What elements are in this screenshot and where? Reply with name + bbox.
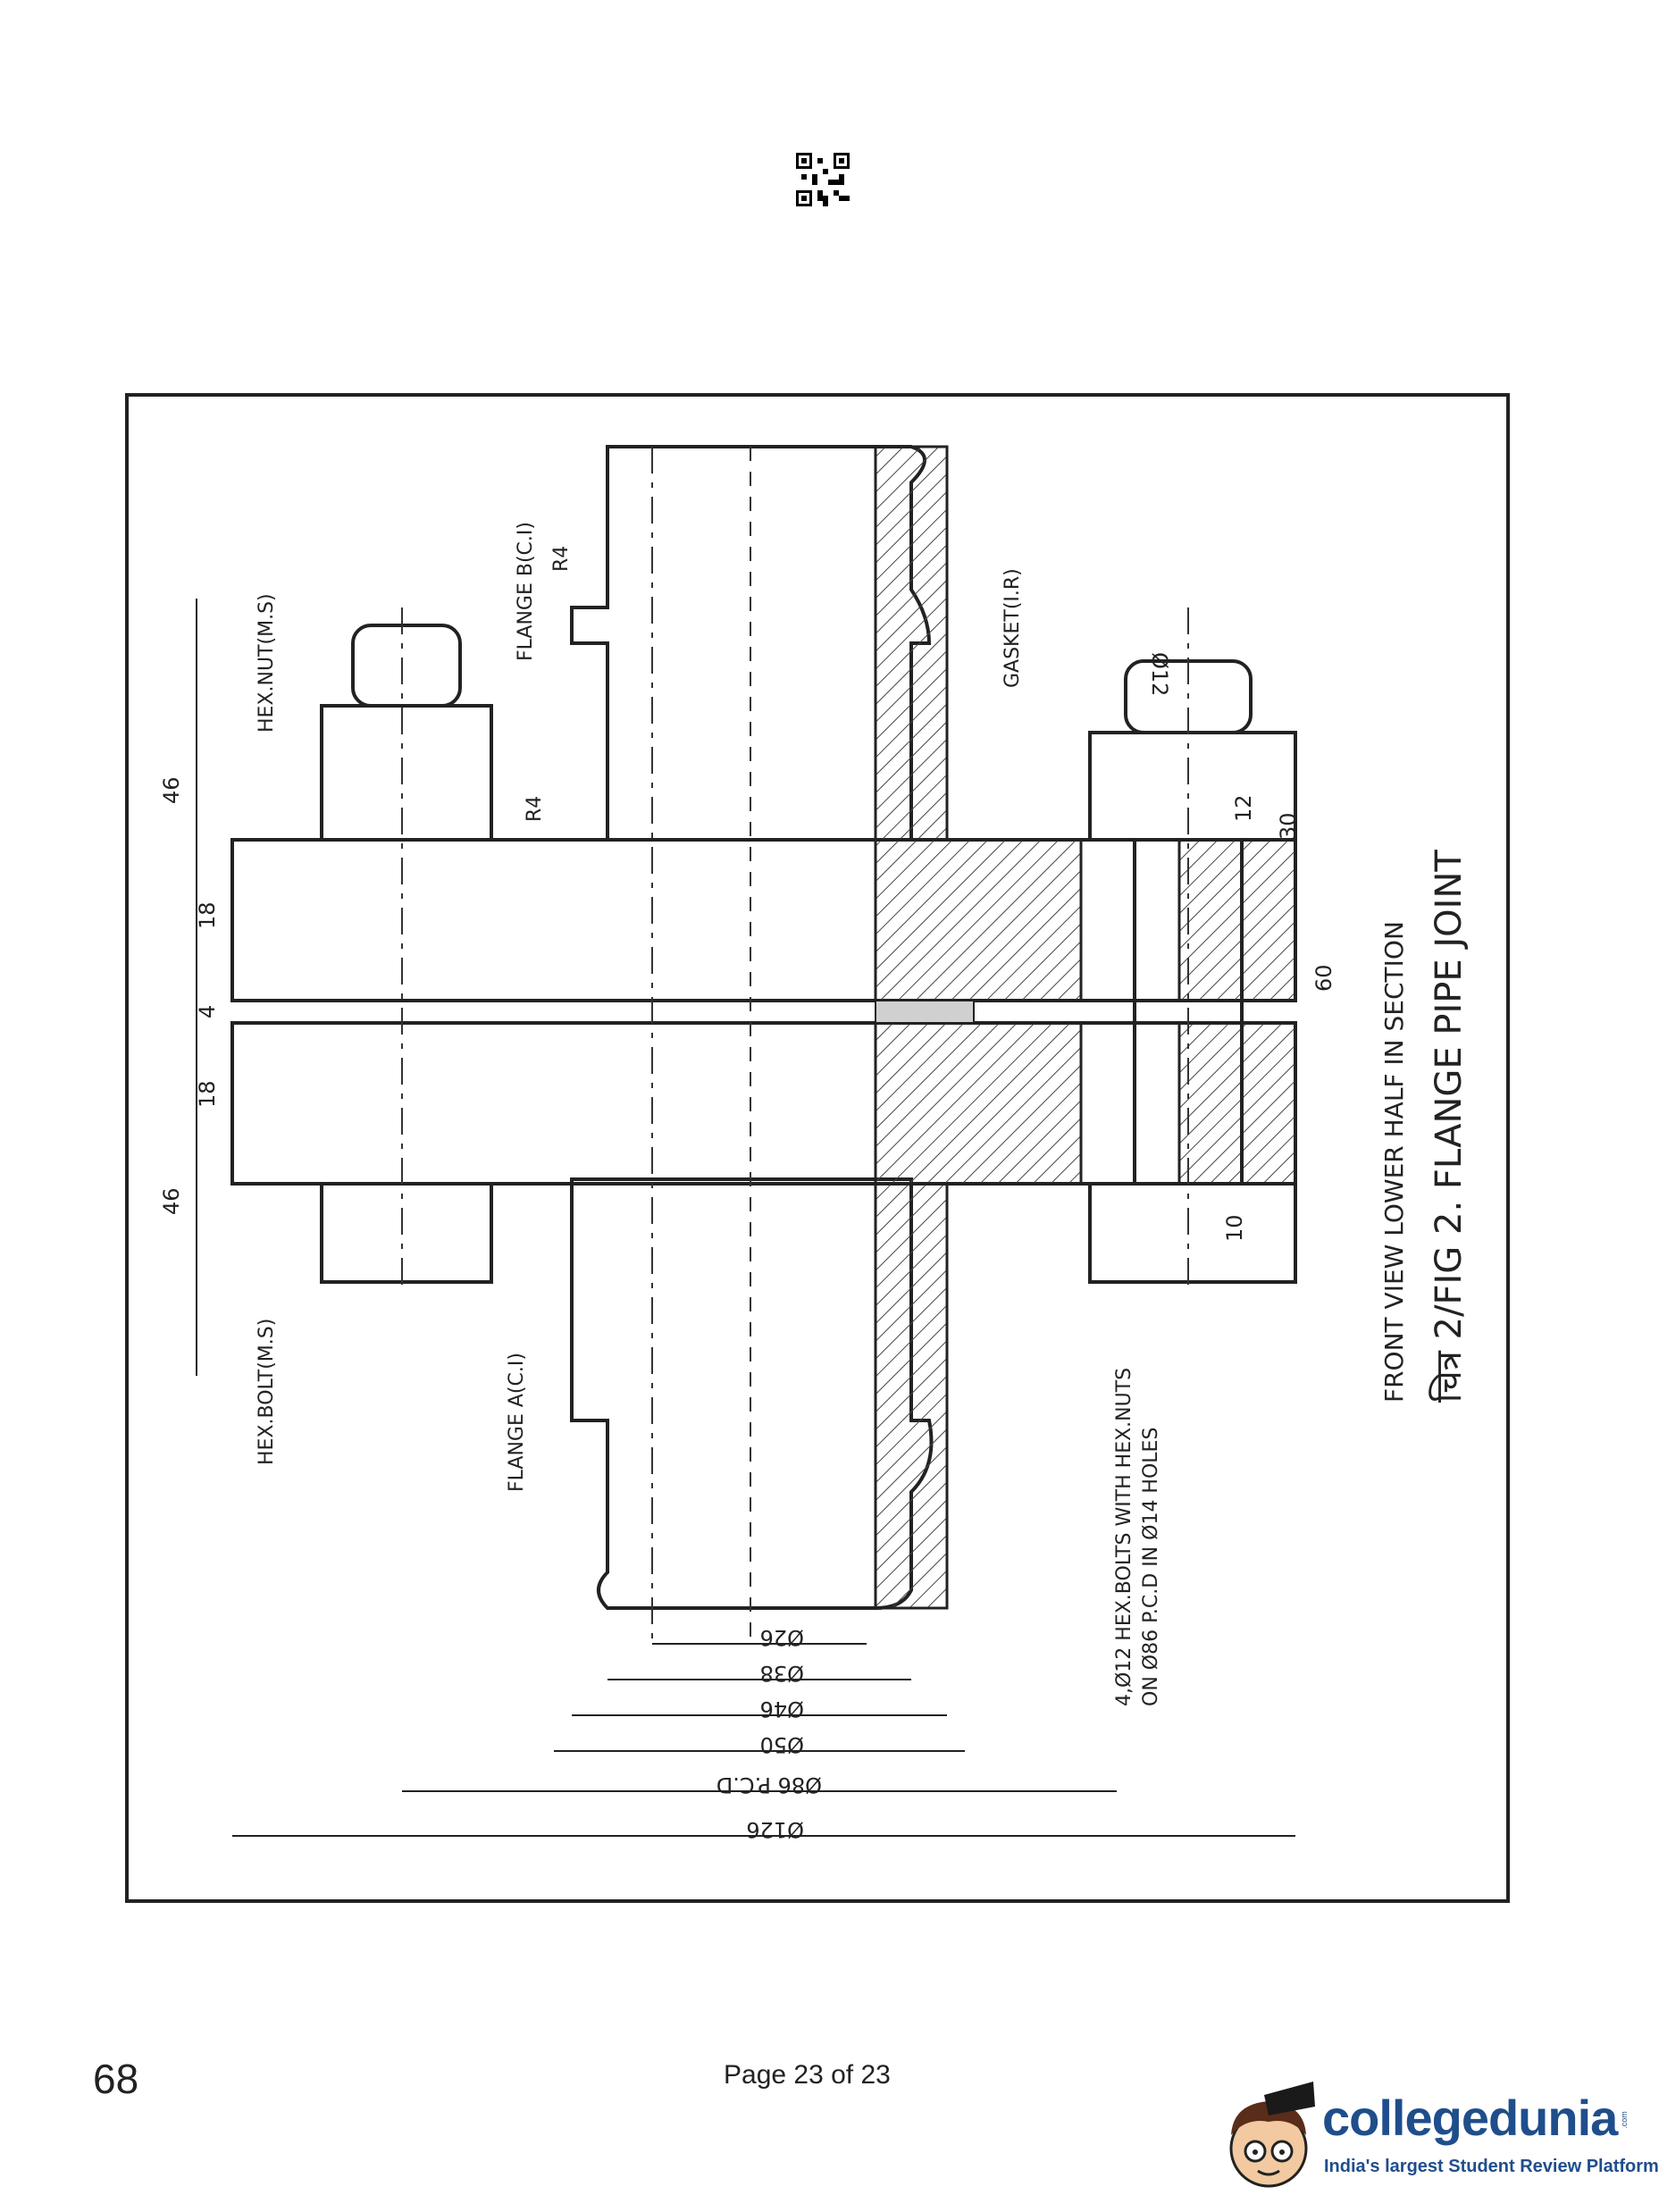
dim-46-bottom: 46 xyxy=(159,1187,184,1215)
hex-nut-right xyxy=(1088,731,1297,842)
dim-12-bolt: Ø12 xyxy=(1147,652,1172,696)
dim-10: 10 xyxy=(1222,1214,1247,1242)
bolt-note-line-1: 4,Ø12 HEX.BOLTS WITH HEX.NUTS xyxy=(1113,1368,1135,1706)
dim-60: 60 xyxy=(1311,964,1336,992)
dim-18-top: 18 xyxy=(195,901,220,929)
flange-b-label: FLANGE B(C.I) xyxy=(515,522,537,661)
flange-a-section xyxy=(874,1021,1083,1186)
dim-86-pcd: Ø86 P.C.D xyxy=(716,1772,822,1797)
dim-30: 30 xyxy=(1276,812,1301,840)
hex-bolt-head-left xyxy=(320,1182,493,1284)
mascot-icon xyxy=(1229,2082,1315,2188)
hex-bolt-label: HEX.BOLT(M.S) xyxy=(256,1319,278,1465)
gasket xyxy=(875,1000,975,1024)
page-label: Page 23 of 23 xyxy=(724,2060,891,2090)
pipe-a-section xyxy=(874,1182,949,1610)
dim-26: Ø26 xyxy=(760,1625,804,1650)
dim-46-dia: Ø46 xyxy=(760,1697,804,1722)
gasket-label: GASKET(I.R) xyxy=(1001,568,1024,688)
flange-pipe-joint-drawing: HEX.NUT(M.S) FLANGE B(C.I) R4 R4 GASKET(… xyxy=(125,393,1510,1903)
dim-50: Ø50 xyxy=(760,1732,804,1757)
dim-18-bottom: 18 xyxy=(195,1080,220,1108)
dim-12: 12 xyxy=(1231,794,1256,822)
flange-b-section xyxy=(874,838,1083,1002)
drawing-subtitle: FRONT VIEW LOWER HALF IN SECTION xyxy=(1379,921,1409,1403)
logo-brand: collegedunia xyxy=(1322,2090,1618,2146)
drawing-title: चित्र 2/FIG 2. FLANGE PIPE JOINT xyxy=(1429,850,1470,1403)
logo-tagline: India's largest Student Review Platform xyxy=(1324,2157,1659,2176)
drawing-border xyxy=(125,393,1510,1903)
r4-top-label: R4 xyxy=(550,546,573,572)
logo-suffix: .com xyxy=(1619,2111,1629,2129)
hex-nut-left xyxy=(320,704,493,842)
flange-a-label: FLANGE A(C.I) xyxy=(506,1353,528,1492)
dim-126: Ø126 xyxy=(746,1817,804,1842)
pipe-b-section xyxy=(874,445,949,842)
hex-nut-label: HEX.NUT(M.S) xyxy=(256,593,278,733)
collegedunia-logo: collegedunia .com India's largest Studen… xyxy=(1215,2082,1659,2198)
bolt-note-line-2: ON Ø86 P.C.D IN Ø14 HOLES xyxy=(1140,1428,1162,1706)
r4-bottom-label: R4 xyxy=(524,796,546,822)
dim-38: Ø38 xyxy=(760,1661,804,1686)
page-number: 68 xyxy=(93,2056,139,2102)
dim-46-top: 46 xyxy=(159,776,184,804)
hex-bolt-head-right xyxy=(1088,1182,1297,1284)
dim-4: 4 xyxy=(195,1005,220,1018)
qr-code-icon xyxy=(796,153,850,206)
